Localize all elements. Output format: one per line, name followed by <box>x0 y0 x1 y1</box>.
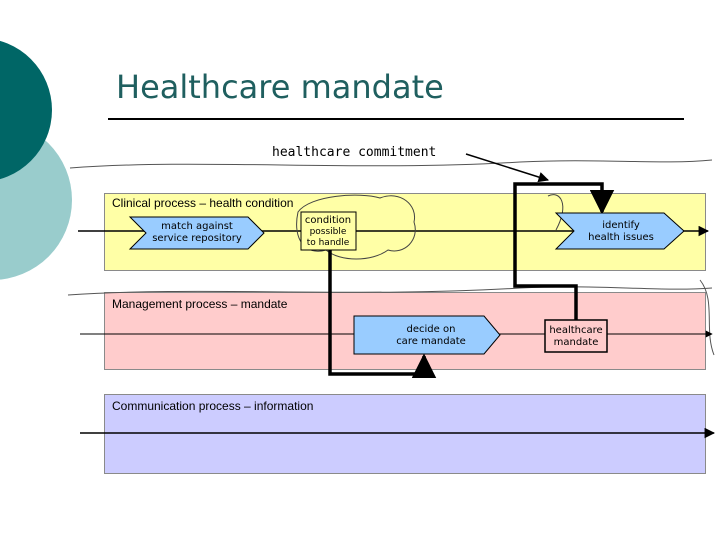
node-healthcare-mandate[interactable]: healthcare mandate <box>544 319 608 353</box>
slide-title: Healthcare mandate <box>116 68 444 106</box>
node-condition[interactable]: condition possible to handle <box>300 211 357 251</box>
node-condition-label-line3: to handle <box>307 238 350 248</box>
connector-commitment-arrow <box>465 153 550 183</box>
node-condition-label-line2: possible <box>310 227 347 237</box>
node-mandate-label-line1: healthcare <box>549 325 602 336</box>
lane-communication <box>104 394 706 474</box>
node-match-shape <box>128 216 265 250</box>
wavy-line-top <box>69 159 713 169</box>
node-mandate-label-line2: mandate <box>554 337 599 348</box>
node-decide-label-line1: decide on <box>407 324 456 335</box>
cloud-edge-right <box>547 194 564 231</box>
node-identify-label-line2: health issues <box>588 232 654 243</box>
node-identify[interactable]: identify health issues <box>554 212 685 250</box>
connector-mandate-loop <box>513 182 615 320</box>
decor-circle-dark <box>0 40 52 180</box>
lane-label-management: Management process – mandate <box>112 297 288 311</box>
cloud-shape <box>296 194 416 260</box>
node-decide[interactable]: decide on care mandate <box>353 315 501 355</box>
lane-label-clinical: Clinical process – health condition <box>112 196 294 210</box>
node-match-against[interactable]: match against service repository <box>128 216 265 250</box>
annotation-healthcare-commitment: healthcare commitment <box>272 145 437 160</box>
node-identify-label-line1: identify <box>602 220 640 231</box>
node-condition-shape <box>300 211 357 251</box>
node-decide-label-line2: care mandate <box>396 336 466 347</box>
connector-condition-to-decide <box>328 250 437 379</box>
node-match-label-line2: service repository <box>152 233 242 244</box>
title-underline <box>108 118 684 120</box>
node-condition-label-line1: condition <box>305 215 351 226</box>
node-identify-shape <box>554 212 685 250</box>
node-match-label-line1: match against <box>161 221 233 232</box>
node-mandate-shape <box>544 319 608 353</box>
wavy-line-middle <box>67 286 713 296</box>
node-decide-shape <box>353 315 501 355</box>
lane-label-communication: Communication process – information <box>112 399 314 413</box>
wavy-line-right <box>699 279 715 356</box>
